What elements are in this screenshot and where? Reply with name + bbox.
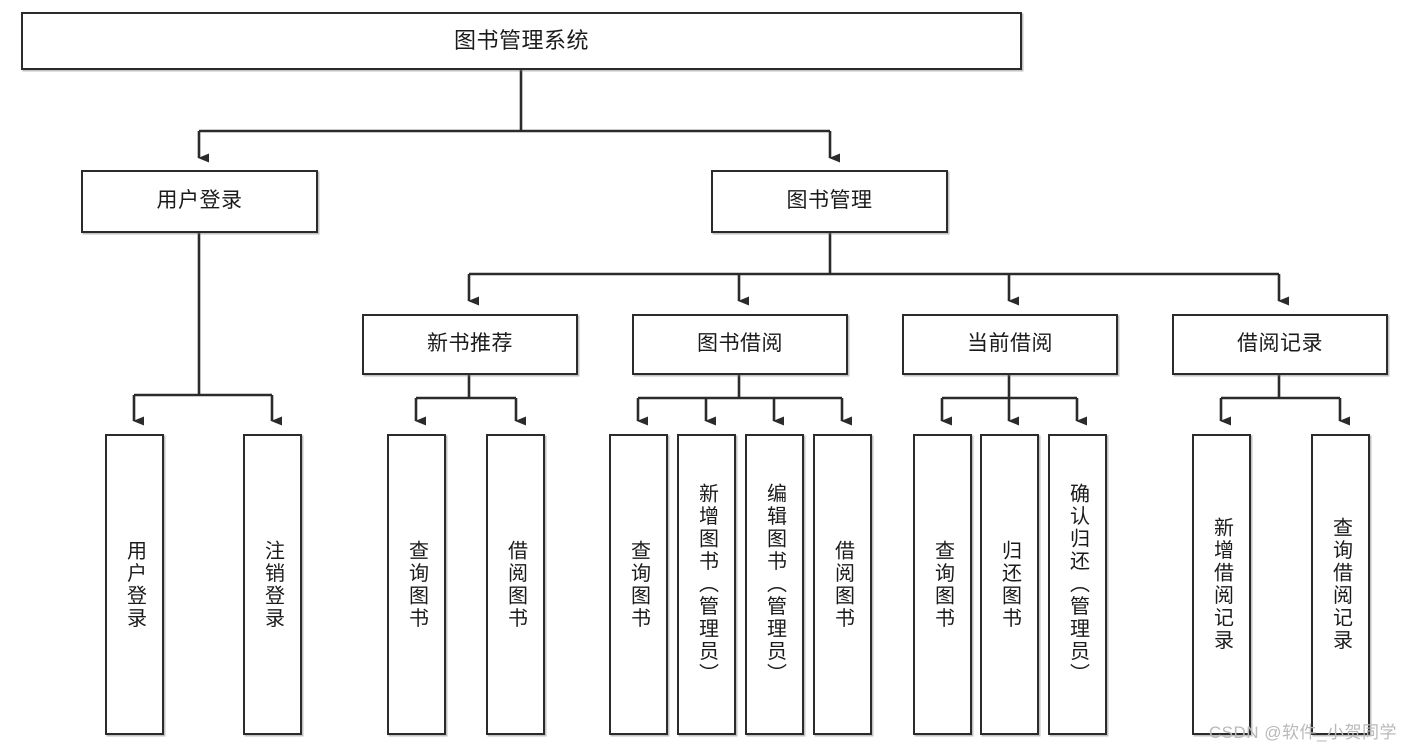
leaf-user-login-logout[interactable]: 注销登录 <box>243 434 302 735</box>
node-label: 图书管理 <box>786 189 873 213</box>
node-book-management[interactable]: 图书管理 <box>711 170 948 233</box>
node-current-borrow[interactable]: 当前借阅 <box>902 314 1118 375</box>
node-label: 归还图书 <box>998 540 1021 630</box>
leaf-borrow-query-book[interactable]: 查询图书 <box>609 434 668 735</box>
leaf-recommend-borrow-book[interactable]: 借阅图书 <box>486 434 545 735</box>
leaf-borrow-borrow-book[interactable]: 借阅图书 <box>813 434 872 735</box>
node-label: 确认归还（管理员） <box>1066 483 1089 686</box>
leaf-current-confirm-return-admin[interactable]: 确认归还（管理员） <box>1048 434 1107 735</box>
node-label: 借阅图书 <box>504 540 527 630</box>
leaf-current-return-book[interactable]: 归还图书 <box>980 434 1039 735</box>
leaf-current-query-book[interactable]: 查询图书 <box>913 434 972 735</box>
node-label: 图书借阅 <box>697 332 783 356</box>
node-user-login[interactable]: 用户登录 <box>81 170 318 233</box>
node-label: 图书管理系统 <box>453 28 589 54</box>
node-book-borrow[interactable]: 图书借阅 <box>632 314 848 375</box>
node-new-book-recommend[interactable]: 新书推荐 <box>362 314 578 375</box>
csdn-watermark: CSDN @软件_小贺同学 <box>1208 723 1397 742</box>
node-label: 新增图书（管理员） <box>695 483 718 686</box>
leaf-record-add-record[interactable]: 新增借阅记录 <box>1192 434 1251 735</box>
node-label: 查询借阅记录 <box>1329 517 1352 652</box>
leaf-record-query-record[interactable]: 查询借阅记录 <box>1311 434 1370 735</box>
node-label: 用户登录 <box>156 189 243 213</box>
node-label: 新书推荐 <box>427 332 513 356</box>
node-borrow-record[interactable]: 借阅记录 <box>1172 314 1388 375</box>
leaf-borrow-edit-book-admin[interactable]: 编辑图书（管理员） <box>745 434 804 735</box>
node-label: 当前借阅 <box>967 332 1053 356</box>
leaf-borrow-add-book-admin[interactable]: 新增图书（管理员） <box>677 434 736 735</box>
node-label: 编辑图书（管理员） <box>763 483 786 686</box>
node-label: 用户登录 <box>123 540 146 630</box>
node-label: 查询图书 <box>627 540 650 630</box>
node-label: 查询图书 <box>931 540 954 630</box>
node-label: 新增借阅记录 <box>1210 517 1233 652</box>
leaf-recommend-query-book[interactable]: 查询图书 <box>387 434 446 735</box>
node-label: 查询图书 <box>405 540 428 630</box>
node-label: 借阅图书 <box>831 540 854 630</box>
node-label: 借阅记录 <box>1237 332 1323 356</box>
node-root-system[interactable]: 图书管理系统 <box>21 12 1022 70</box>
leaf-user-login-login[interactable]: 用户登录 <box>105 434 164 735</box>
node-label: 注销登录 <box>261 540 284 630</box>
